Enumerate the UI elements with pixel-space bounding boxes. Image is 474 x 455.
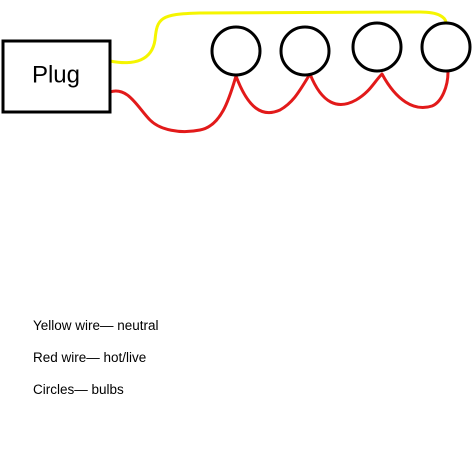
legend-hot: Red wire— hot/live	[33, 350, 147, 365]
legend-neutral: Yellow wire— neutral	[33, 318, 159, 333]
legend-bulbs: Circles— bulbs	[33, 382, 124, 397]
bulb-2	[279, 25, 331, 77]
hot-wire	[108, 70, 450, 134]
bulb-4	[420, 21, 472, 73]
bulb-3	[351, 21, 403, 73]
plug-label: Plug	[32, 61, 80, 88]
bulb-1	[210, 25, 262, 77]
neutral-wire	[108, 10, 448, 65]
plug-box	[1, 39, 112, 114]
legend: Yellow wire— neutral Red wire— hot/live …	[33, 318, 159, 414]
